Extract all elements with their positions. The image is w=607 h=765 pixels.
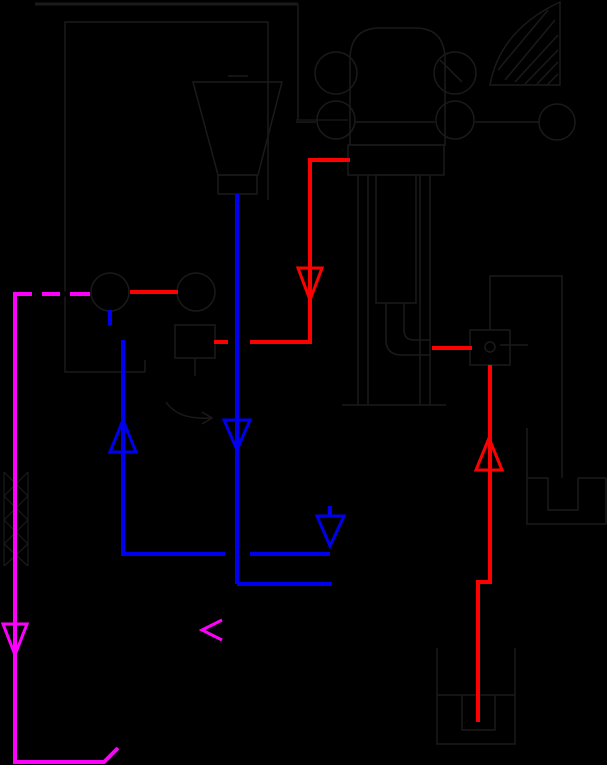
hot-line-arrow-up	[473, 434, 505, 472]
cold-line-group	[107, 194, 347, 586]
cold-line-arrow-up	[107, 416, 139, 454]
cold-line-arrow-down	[221, 418, 253, 454]
purge-arrow-left	[198, 618, 223, 642]
hot-line-return	[476, 365, 492, 722]
hot-line-feed	[250, 158, 350, 344]
note-arrow	[165, 401, 211, 419]
fan-blade	[489, 0, 561, 86]
note-arrowhead	[201, 411, 214, 425]
hot-line-arrow-down	[295, 266, 325, 305]
mesh-filter	[3, 471, 29, 567]
outlet-tank-right	[489, 275, 607, 525]
shaft-column	[342, 174, 446, 406]
cold-line-return	[121, 340, 225, 556]
purge-line-group	[0, 291, 223, 764]
purge-arrow-down	[0, 622, 30, 660]
hot-line-group	[130, 158, 505, 722]
